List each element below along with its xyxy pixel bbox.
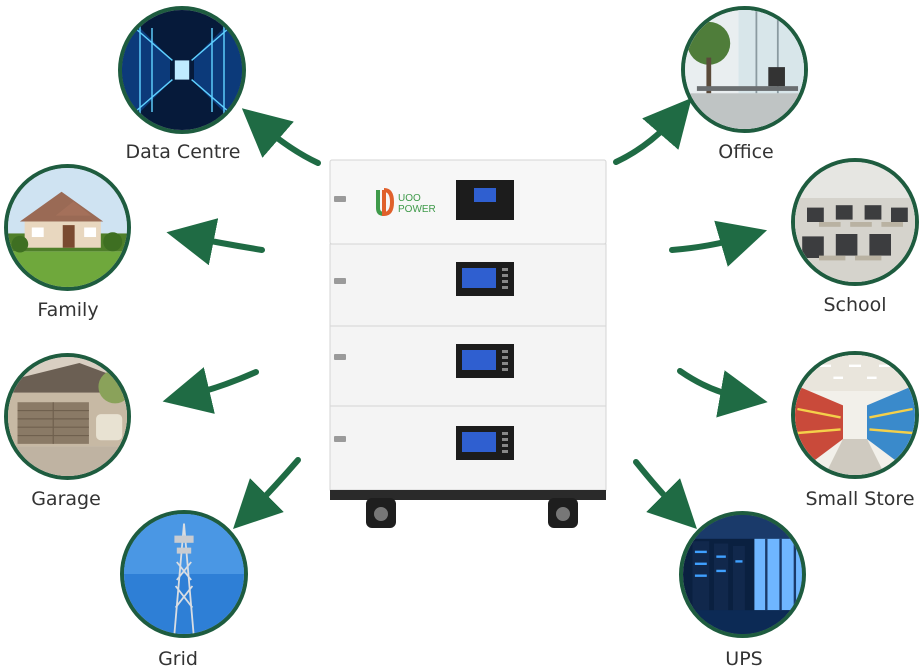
house-photo — [4, 164, 131, 291]
label-office: Office — [718, 141, 774, 163]
display-4 — [456, 426, 514, 460]
arrow-small-store — [677, 368, 768, 418]
tower-photo — [120, 510, 248, 638]
brand-line2: POWER — [398, 204, 436, 215]
arrow-ups — [633, 459, 697, 529]
data-centre-photo — [118, 6, 246, 134]
label-family: Family — [37, 299, 99, 321]
arrow-data-centre — [241, 108, 321, 166]
arrow-school — [669, 220, 768, 267]
display-2 — [456, 262, 514, 296]
brand-logo-icon — [376, 188, 395, 217]
display-3 — [456, 344, 514, 378]
label-school: School — [823, 294, 887, 316]
arrow-family — [166, 218, 265, 266]
battery-unit: UOO POWER — [329, 159, 607, 528]
display-top — [456, 180, 514, 220]
label-ups: UPS — [725, 648, 763, 670]
arrow-grid — [233, 457, 301, 529]
classroom-photo — [791, 158, 919, 286]
server-room-photo — [679, 511, 806, 638]
brand-line1: UOO — [398, 193, 421, 204]
wheels — [366, 498, 578, 528]
office-photo — [681, 6, 808, 133]
label-grid: Grid — [158, 648, 198, 670]
label-data-centre: Data Centre — [125, 141, 241, 163]
arrow-office — [613, 97, 692, 165]
store-aisle-photo — [791, 351, 919, 479]
label-garage: Garage — [31, 488, 101, 510]
label-small-store: Small Store — [805, 488, 915, 510]
garage-photo — [4, 353, 131, 480]
arrow-garage — [162, 367, 259, 414]
